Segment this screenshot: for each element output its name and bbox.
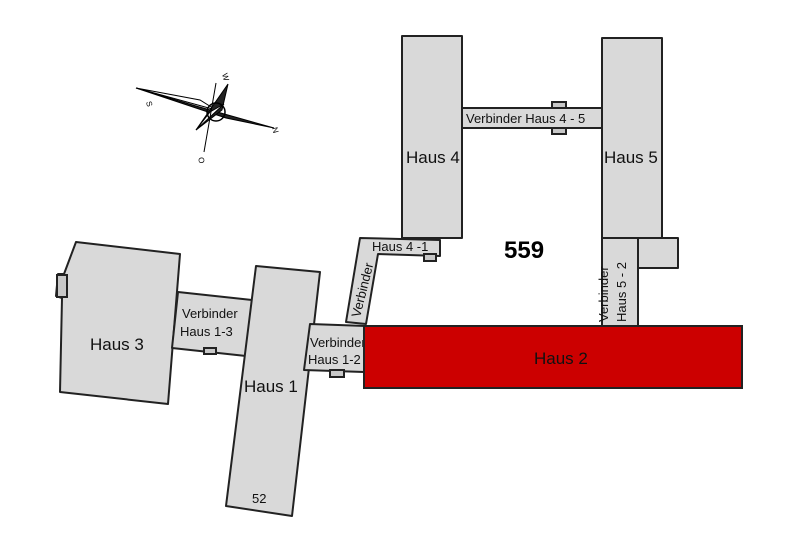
building-haus-1[interactable]: Haus 1 52 [225, 265, 321, 517]
building-haus-3[interactable]: Haus 3 [55, 241, 181, 405]
compass-east-label: O [196, 156, 206, 164]
building-haus-2-label: Haus 2 [534, 349, 588, 368]
connector-haus-5-2-line2: Haus 5 - 2 [614, 262, 629, 322]
connector-haus-4-5[interactable]: Verbinder Haus 4 - 5 [461, 101, 605, 135]
building-haus-3-label: Haus 3 [90, 335, 144, 354]
compass-rose-icon: W S N O [135, 72, 280, 165]
connector-haus-1-2-line1: Verbinder [310, 335, 366, 350]
building-haus-4[interactable]: Haus 4 [401, 35, 463, 239]
building-haus-1-label: Haus 1 [244, 377, 298, 396]
area-number-label: 559 [504, 237, 544, 264]
connector-haus-1-2-line2: Haus 1-2 [308, 352, 361, 367]
building-haus-5[interactable]: Haus 5 [601, 37, 679, 269]
connector-haus-1-3-line2: Haus 1-3 [180, 324, 233, 339]
connector-haus-5-2-line1: Verbinder [596, 266, 611, 322]
building-haus-4-label: Haus 4 [406, 148, 460, 167]
building-haus-5-label: Haus 5 [604, 148, 658, 167]
connector-haus-1-3[interactable]: Verbinder Haus 1-3 [171, 291, 253, 357]
compass-north-label: N [270, 126, 280, 134]
connector-haus-5-2[interactable]: Verbinder Haus 5 - 2 [596, 237, 639, 329]
compass-west-label: W [220, 72, 231, 82]
compass-south-label: S [144, 100, 154, 107]
connector-haus-1-3-line1: Verbinder [182, 306, 238, 321]
connector-haus-4-1[interactable]: Haus 4 -1 Verbinder [345, 237, 441, 325]
connector-haus-4-1-line1: Haus 4 -1 [372, 239, 428, 254]
connector-haus-4-5-label: Verbinder Haus 4 - 5 [466, 111, 585, 126]
building-haus-1-number: 52 [252, 491, 266, 506]
connector-haus-1-2[interactable]: Verbinder Haus 1-2 [303, 323, 367, 378]
building-haus-2[interactable]: Haus 2 [363, 325, 743, 389]
